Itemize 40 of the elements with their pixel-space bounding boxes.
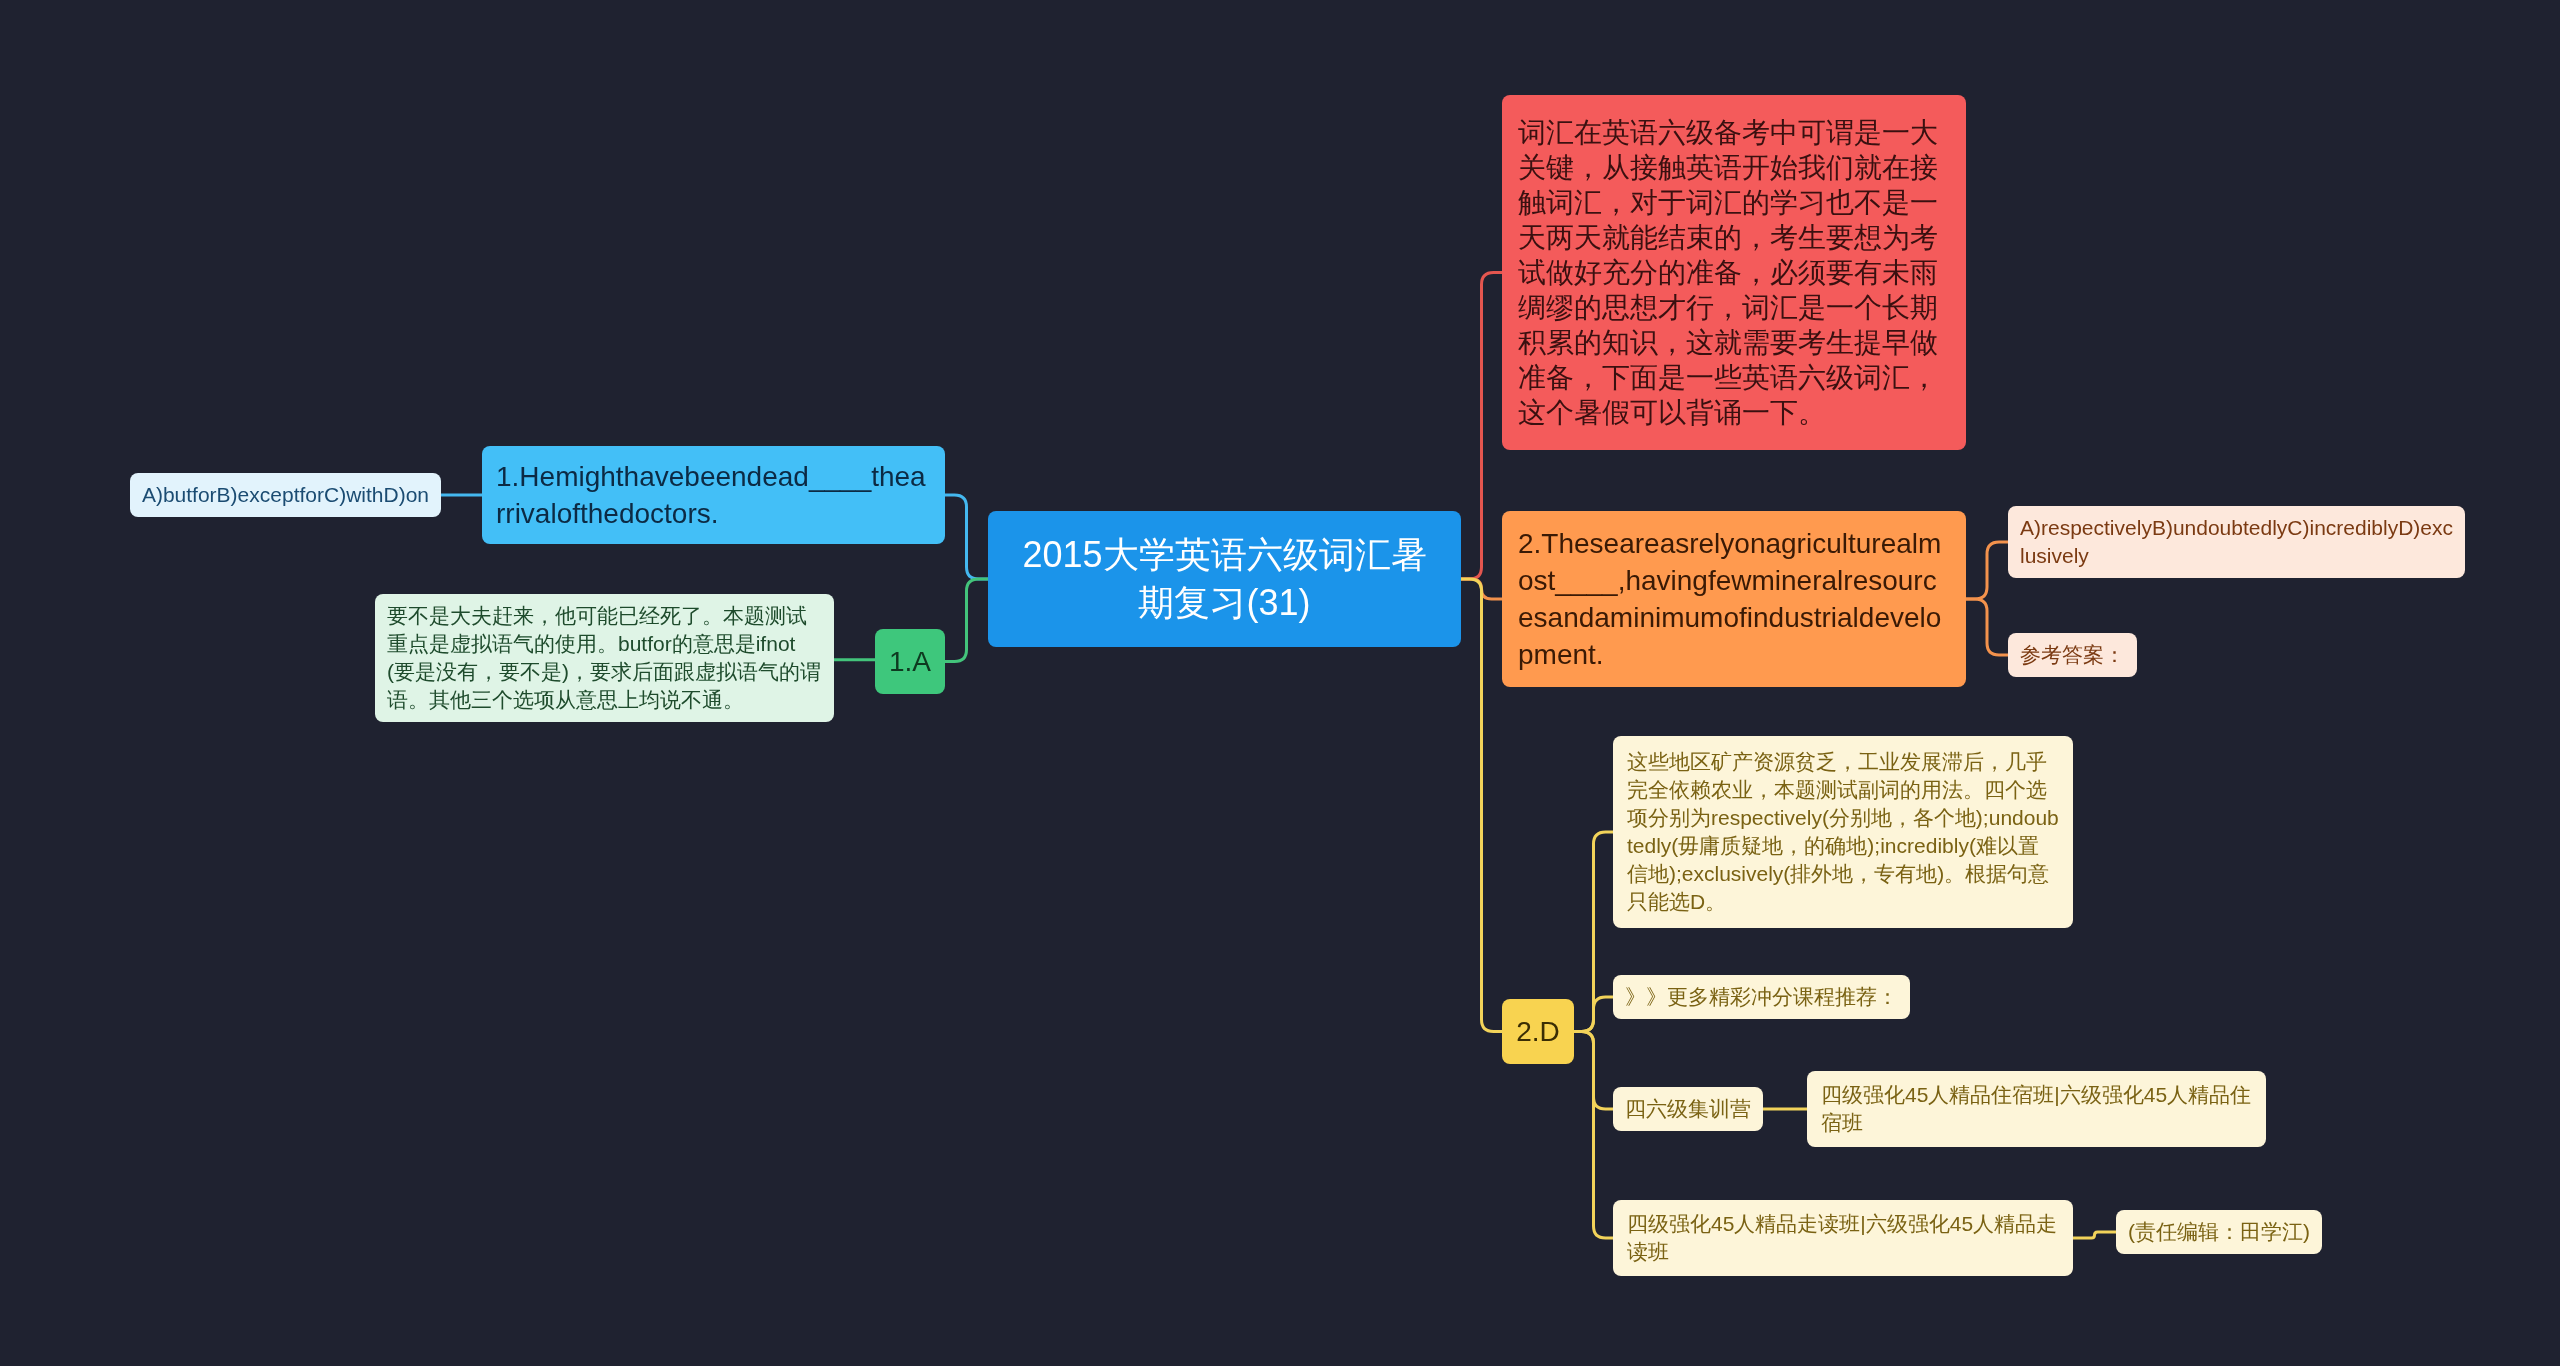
topic-text: 2015大学英语六级词汇暑期复习(31) [1021, 533, 1428, 625]
subtopic-box [375, 594, 834, 722]
branch-topic-box [482, 446, 945, 544]
topic-text: A)butforB)exceptforC)withD)on [141, 482, 429, 508]
branch-topic-box [1502, 511, 1966, 687]
connector-line [832, 658, 877, 662]
subtopic-box [2116, 1210, 2322, 1254]
topic-text: 四级强化45人精品住宿班|六级强化45人精品住宿班 [1821, 1082, 2252, 1136]
connector-line [1964, 597, 2010, 657]
branch-topic-box [1502, 95, 1966, 450]
central-topic-box [988, 511, 1461, 647]
connector-line [1572, 1030, 1615, 1240]
topic-text: 词汇在英语六级备考中可谓是一大关键，从接触英语开始我们就在接触词汇，对于词汇的学习也不是一天两天就能结束的，考生要想为考试做好充分的准备，必须要有未雨绸缪的思想才行，词汇是一个长期积累的知识，这就需要考生提早做准备，下面是一些英语六级词汇，这个暑假可以背诵一下。 [1518, 116, 1939, 430]
connector-line [1761, 1107, 1809, 1111]
connector-line [943, 577, 990, 663]
topic-text: (责任编辑：田学江) [2128, 1219, 2310, 1245]
subtopic-box [1613, 975, 1910, 1019]
topic-text: 2.D [1516, 1015, 1560, 1049]
connector-line [2071, 1230, 2118, 1240]
topic-text: 1.Hemighthavebeendead____thearrivalofthedoctors. [496, 460, 927, 531]
connector-line [1459, 577, 1504, 1033]
subtopic-box [1807, 1071, 2266, 1147]
topic-text: 四六级集训营 [1625, 1096, 1751, 1122]
topic-text: 这些地区矿产资源贫乏，工业发展滞后，几乎完全依赖农业，本题测试副词的用法。四个选项分别为respectively(分别地，各个地);undoubtedly(毋庸质疑地，的确地);incredibly(难以置信地);exclusively(排外地，专有地)。根据句意只能选D。 [1627, 749, 2059, 915]
connector-line [439, 493, 484, 497]
topic-text: 2.Theseareasrelyonagriculturealmost____,havingfewmineralresourcesandaminimumofindustrialdevelopment. [1518, 527, 1943, 672]
answer-topic-box [1502, 999, 1574, 1064]
topic-text: 》》更多精彩冲分课程推荐： [1625, 984, 1898, 1010]
topic-text: 1.A [889, 645, 931, 679]
subtopic-box [2008, 633, 2137, 677]
subtopic-box [1613, 736, 2073, 928]
subtopic-box [2008, 506, 2465, 578]
topic-text: 要不是大夫赶来，他可能已经死了。本题测试重点是虚拟语气的使用。butfor的意思是ifnot(要是没有，要不是)，要求后面跟虚拟语气的谓语。其他三个选项从意思上均说不通。 [387, 603, 822, 713]
subtopic-box [129, 473, 441, 517]
subtopic-box [1613, 1087, 1763, 1131]
topic-text: 四级强化45人精品走读班|六级强化45人精品走读班 [1627, 1211, 2059, 1265]
answer-topic-box [875, 629, 945, 694]
subtopic-box [1613, 1200, 2073, 1276]
topic-text: 参考答案： [2020, 642, 2125, 668]
topic-text: A)respectivelyB)undoubtedlyC)incrediblyD)exclusively [2020, 515, 2453, 569]
